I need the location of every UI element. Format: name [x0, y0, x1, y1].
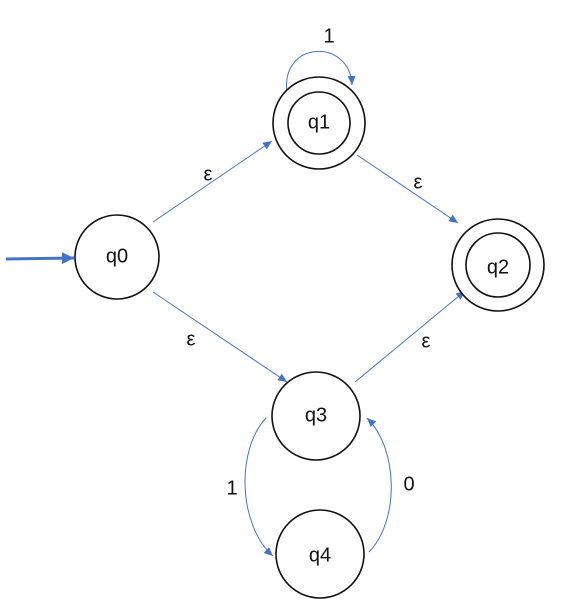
- state-q0-label: q0: [106, 245, 128, 267]
- transition-q0-q3-arrow: [152, 291, 288, 383]
- transition-q3-q4-label: 1: [226, 477, 237, 499]
- transition-q0-q1-label: ε: [204, 163, 213, 185]
- transition-q1-q2-arrow: [356, 154, 459, 224]
- state-q1-inner-circle: [287, 91, 351, 155]
- transition-q0-q1-arrow: [152, 140, 273, 223]
- state-q1: q1: [272, 76, 366, 170]
- transition-q1-q2-label: ε: [414, 171, 423, 193]
- state-q0: q0: [74, 214, 160, 300]
- state-q4-label: q4: [309, 544, 331, 566]
- transition-q3-q2-arrow: [354, 290, 466, 383]
- state-q3: q3: [271, 371, 361, 461]
- transition-q1-q1-label: 1: [323, 25, 334, 47]
- transition-q4-q3-arrow: [366, 417, 392, 553]
- transition-q3-q2-label: ε: [422, 330, 431, 352]
- state-q4: q4: [275, 509, 365, 599]
- state-q2-label: q2: [487, 256, 509, 278]
- transition-q3-q4-arrow: [244, 417, 274, 557]
- state-q0-circle: [74, 214, 160, 300]
- state-q3-circle: [271, 371, 361, 461]
- state-q1-label: q1: [308, 111, 330, 133]
- start-arrow: [5, 252, 75, 265]
- state-q2-inner-circle: [465, 232, 531, 298]
- transition-q0-q3-label: ε: [187, 328, 196, 350]
- state-q2: q2: [451, 218, 545, 312]
- transition-q1-q1-loop-arrow: [286, 51, 356, 94]
- state-q4-circle: [275, 509, 365, 599]
- state-q3-label: q3: [305, 404, 327, 426]
- transition-q4-q3-label: 0: [403, 473, 414, 495]
